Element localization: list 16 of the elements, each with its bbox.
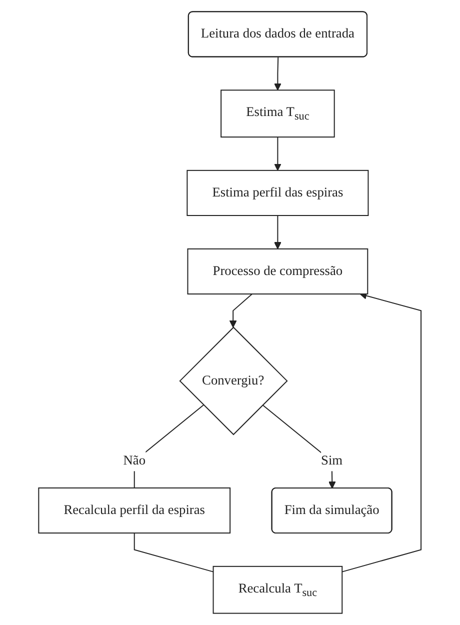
arrow <box>342 292 422 572</box>
node-box: Processo de compressão <box>187 248 368 294</box>
arrow <box>230 293 253 328</box>
node-box: Recalcula T$_{suc}$ <box>212 566 343 614</box>
arrow <box>274 136 282 171</box>
edge-label: Sim <box>321 454 343 468</box>
arrow <box>274 215 282 250</box>
arrow <box>274 56 282 90</box>
node-diamond: Convergiu? <box>179 326 288 436</box>
node-box: Recalcula perfil da espiras <box>38 487 231 534</box>
connector <box>134 532 214 572</box>
connector <box>134 404 204 488</box>
edge-label: Não <box>123 454 146 468</box>
arrow <box>262 404 336 489</box>
node-box: Estima perfil das espiras <box>186 170 369 216</box>
node-box: Estima T$_{suc}$ <box>220 90 335 138</box>
